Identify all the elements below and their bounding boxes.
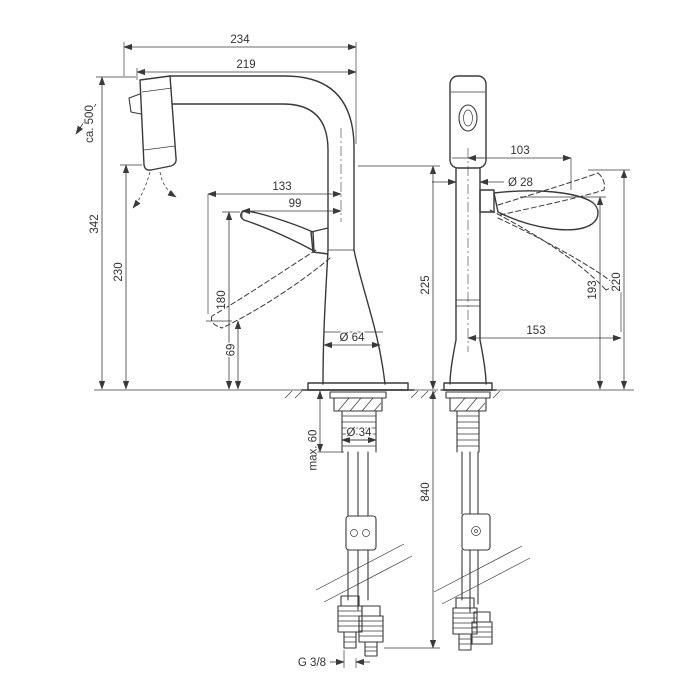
hose-connector-front-b — [471, 611, 493, 645]
dim-153: 153 — [526, 325, 545, 337]
base-plate-front — [443, 382, 493, 391]
dim-840: 840 — [420, 482, 432, 501]
dim-133: 133 — [272, 181, 291, 193]
countertop-front — [428, 389, 634, 399]
dim-225: 225 — [420, 275, 432, 294]
dim-234: 234 — [230, 34, 250, 46]
dim-99: 99 — [289, 198, 302, 210]
body-front — [449, 148, 495, 385]
dim-69: 69 — [226, 344, 238, 357]
check-valve-front — [461, 513, 491, 551]
mounting-hardware-front — [445, 391, 491, 453]
supply-hoses-front — [433, 451, 531, 651]
dimensions-side-view: 234 219 ca. 500 342 230 133 99 180 69 Ø … — [75, 33, 440, 671]
dim-dia64: Ø 64 — [340, 332, 366, 344]
handle-boss-front — [479, 189, 495, 213]
break-lines-side — [315, 543, 413, 603]
dim-ca500: ca. 500 — [84, 105, 96, 143]
spray-head-side — [128, 75, 177, 171]
spout-side — [169, 75, 355, 251]
dim-dia34: Ø 34 — [347, 427, 373, 439]
break-lines-front — [433, 545, 531, 605]
dim-103: 103 — [510, 145, 529, 157]
body-side — [310, 227, 386, 385]
dim-max60: max. 60 — [308, 430, 320, 471]
dim-220: 220 — [611, 272, 623, 291]
dim-dia28: Ø 28 — [508, 177, 533, 189]
side-view — [94, 75, 438, 657]
spray-angle-arrow — [159, 171, 177, 198]
dim-230: 230 — [113, 262, 125, 281]
mounting-hardware-side — [329, 391, 387, 453]
hose-connector-a — [337, 595, 363, 649]
hose-connector-front-a — [452, 597, 478, 651]
pullout-direction-arrow — [132, 171, 151, 209]
front-view — [428, 75, 634, 651]
countertop-side — [94, 389, 438, 399]
dim-g38: G 3/8 — [298, 657, 326, 669]
select-button-ring — [458, 104, 478, 132]
dimensions-front-view: 103 Ø 28 193 220 153 — [432, 144, 630, 390]
check-valve-side — [345, 515, 377, 551]
dim-219: 219 — [236, 59, 255, 71]
dim-180: 180 — [216, 290, 228, 309]
supply-hoses-side — [315, 451, 413, 657]
dim-342: 342 — [89, 214, 101, 233]
handle-front — [489, 172, 613, 291]
hose-connector-b — [358, 605, 384, 657]
dim-193: 193 — [587, 280, 599, 299]
